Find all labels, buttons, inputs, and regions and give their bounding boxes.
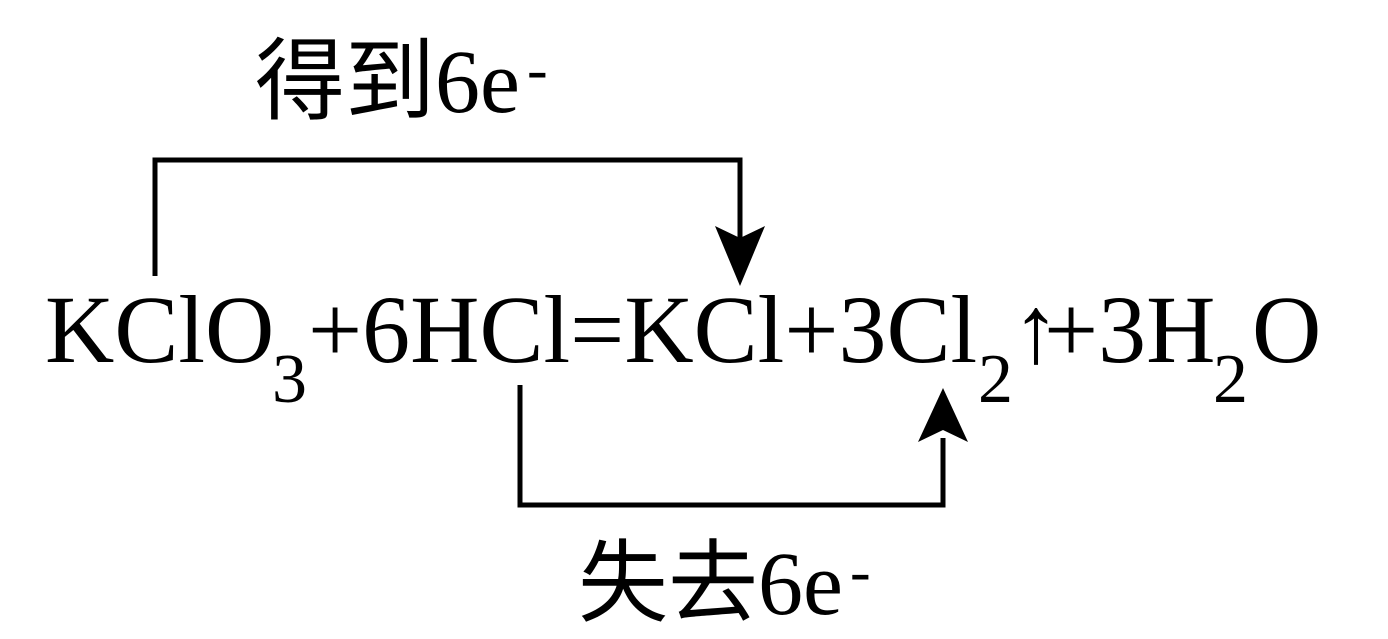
lose-electrons-bracket-arrow: [517, 385, 968, 508]
equation-water-h: +3H: [1044, 276, 1215, 383]
equation-subscript-2-water: 2: [1213, 341, 1248, 418]
gain-electrons-label: 得到6e -: [255, 33, 548, 132]
lose-arrowhead-up-icon: [918, 388, 968, 442]
equation-gas-up-arrow: ↑: [1012, 276, 1060, 383]
equation-water-o: O: [1252, 276, 1321, 383]
lose-electrons-label: 失去6e -: [578, 535, 871, 634]
equation-subscript-2-chlorine: 2: [978, 341, 1013, 418]
chemical-equation: KClO 3 +6HCl=KCl+3Cl 2 ↑ +3H 2 O: [45, 276, 1321, 423]
gain-electrons-text: 得到6e: [255, 33, 520, 132]
equation-middle-terms: +6HCl=KCl+3Cl: [308, 276, 977, 383]
lose-electrons-text: 失去6e: [578, 535, 843, 634]
gain-arrowhead-down-icon: [715, 226, 765, 286]
equation-reactant-kclo: KClO: [45, 276, 274, 383]
lose-bracket-line: [517, 385, 946, 508]
gain-electrons-bracket-arrow: [152, 157, 765, 286]
gain-electrons-charge-superscript: -: [527, 36, 548, 104]
gain-bracket-line: [152, 157, 743, 276]
lose-electrons-charge-superscript: -: [850, 538, 871, 606]
equation-subscript-3: 3: [272, 341, 307, 418]
